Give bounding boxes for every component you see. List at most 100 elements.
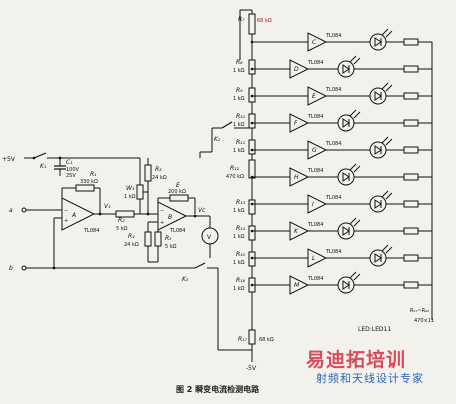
comparator-m xyxy=(289,275,310,295)
r7-label: R₇ xyxy=(238,16,245,23)
switch-k3 xyxy=(194,262,206,269)
ladder-resistor-label-5: R₁₃ xyxy=(236,199,246,206)
comparator-d xyxy=(289,59,310,79)
ladder-resistor-4 xyxy=(248,139,256,155)
led-resistor-9 xyxy=(403,254,419,262)
comparator-letter-h: H xyxy=(294,174,299,181)
pos-supply-label: +5V xyxy=(2,156,16,163)
led-resistor-7 xyxy=(403,200,419,208)
ladder-resistor-value-4: 1 kΩ xyxy=(233,148,245,154)
r7-value: 68 kΩ xyxy=(257,18,272,24)
comparator-l xyxy=(307,248,328,268)
comparator-stage-m: M TL084 xyxy=(250,271,432,295)
r2-label: R₂ xyxy=(118,217,125,224)
comparator-chip-m: TL084 xyxy=(307,276,323,282)
series-resistor-label: R₁₇~R₂₀ xyxy=(410,308,429,314)
led-resistor-1 xyxy=(403,38,419,46)
comparator-letter-g: G xyxy=(312,147,317,154)
ladder-resistor-label-2: R₉ xyxy=(236,87,243,94)
neg-supply-label: -5V xyxy=(246,365,257,372)
ladder-resistor-value-6: 1 kΩ xyxy=(233,234,245,240)
comparator-chip-k: TL084 xyxy=(307,222,323,228)
c1-value: 100V xyxy=(66,167,80,173)
r5-value: 5 kΩ xyxy=(165,244,177,250)
ladder-resistor-value-1: 1 kΩ xyxy=(233,68,245,74)
r4-label: R₄ xyxy=(128,233,135,240)
comparator-e xyxy=(307,86,328,106)
led-resistor-4 xyxy=(403,119,419,127)
ladder-resistor-1 xyxy=(248,59,256,75)
comparator-letter-m: M xyxy=(294,282,300,289)
r2-value: 5 kΩ xyxy=(116,226,128,232)
ladder-resistor-label-4: R₁₁ xyxy=(236,139,246,146)
ladder-resistor-label-7: R₁₅ xyxy=(236,251,246,258)
comparator-h xyxy=(289,167,310,187)
comparator-stage-g: G TL084 xyxy=(250,136,432,160)
r1-value: 330 kΩ xyxy=(80,179,98,185)
resistor-r5 xyxy=(154,231,162,247)
resistor-r12 xyxy=(248,159,256,179)
ladder-resistor-label-8: R₁₆ xyxy=(236,277,246,284)
svg-text:V: V xyxy=(207,234,212,241)
comparator-i xyxy=(307,194,328,214)
watermark-subtitle: 射频和天线设计专家 xyxy=(316,372,424,385)
r5-label: R₅ xyxy=(165,235,172,242)
series-resistor-value: 470×11 xyxy=(414,318,434,324)
comparator-chip-g: TL084 xyxy=(325,141,341,147)
v1-label: V₁ xyxy=(104,203,111,210)
switch-k2 xyxy=(221,121,233,129)
comparator-chip-c: TL084 xyxy=(325,33,341,39)
svg-text:−: − xyxy=(160,208,164,214)
r17-label: R₁₇ xyxy=(238,336,248,343)
led-resistor-6 xyxy=(403,173,419,181)
ladder-resistor-label-6: R₁₄ xyxy=(236,225,246,232)
r3-value: 24 kΩ xyxy=(152,175,167,181)
watermark-title: 易迪拓培训 xyxy=(306,349,407,371)
comparator-f xyxy=(289,113,310,133)
resistor-r4 xyxy=(144,231,152,247)
comparator-chip-l: TL084 xyxy=(325,249,341,255)
comparator-letter-f: F xyxy=(294,120,298,127)
figure-caption: 图 2 瞬变电流检测电路 xyxy=(176,385,260,394)
comparator-g xyxy=(307,140,328,160)
ladder-resistor-3 xyxy=(248,113,256,129)
potentiometer-e xyxy=(169,194,189,202)
svg-text:−: − xyxy=(64,208,68,214)
input-b-label: b xyxy=(9,265,13,272)
r12-label: R₁₂ xyxy=(230,165,240,172)
k2-label: K₂ xyxy=(214,136,221,143)
led-resistor-5 xyxy=(403,146,419,154)
led-note: LED:LED11 xyxy=(358,326,391,333)
ladder-resistor-6 xyxy=(248,225,256,241)
ladder-resistor-5 xyxy=(248,199,256,215)
r3-label: R₃ xyxy=(155,166,162,173)
resistor-r7 xyxy=(248,13,256,35)
comparator-array: CTL084DTL084ETL084FTL084GTL084HTL084ITL0… xyxy=(250,28,433,320)
w1-value: 1 kΩ xyxy=(124,194,136,200)
led-resistor-3 xyxy=(403,92,419,100)
ladder-resistor-value-3: 1 kΩ xyxy=(233,122,245,128)
led-resistor-8 xyxy=(403,227,419,235)
comparator-chip-i: TL084 xyxy=(325,195,341,201)
c1-voltage: 25V xyxy=(66,173,76,179)
ladder-resistor-label-3: R₁₀ xyxy=(236,113,246,120)
opamp-a-label: A xyxy=(71,212,76,219)
comparator-letter-d: D xyxy=(294,66,299,73)
potentiometer-w1 xyxy=(136,184,144,200)
r4-value: 24 kΩ xyxy=(124,242,139,248)
ladder-resistor-value-8: 1 kΩ xyxy=(233,286,245,292)
comparator-chip-f: TL084 xyxy=(307,114,323,120)
input-b-terminal xyxy=(21,265,27,271)
opamp-b xyxy=(157,201,188,231)
k1-label: K₁ xyxy=(40,163,47,170)
e-label: E xyxy=(176,182,180,189)
